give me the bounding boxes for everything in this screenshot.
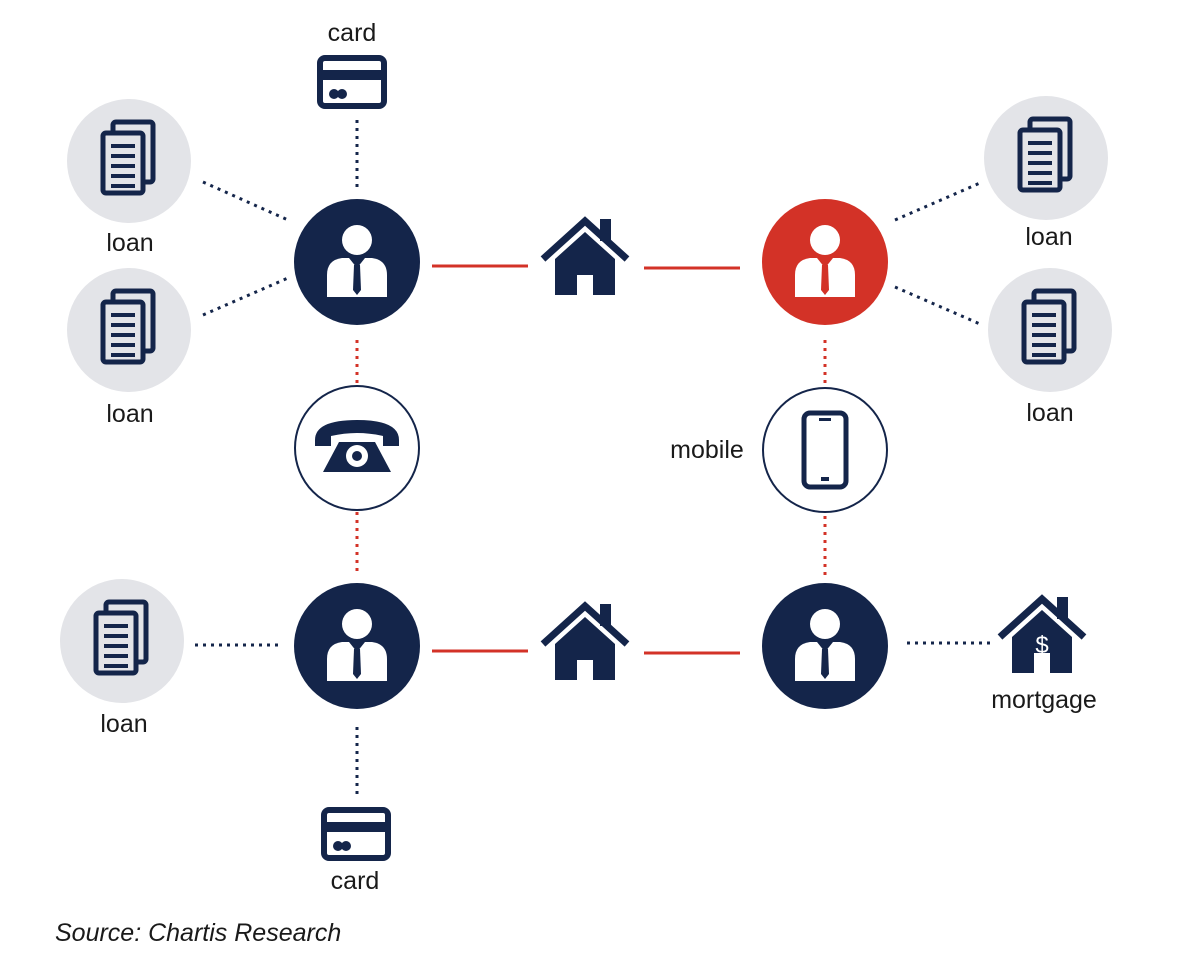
edges <box>195 120 992 797</box>
credit-card-icon <box>324 810 388 858</box>
person-bottom-left <box>294 583 420 709</box>
mobile-node <box>762 387 888 513</box>
edge-top-right-loan-2 <box>894 285 981 326</box>
card-bottom-label: card <box>331 867 380 895</box>
house-icon <box>543 604 627 680</box>
card-top-label: card <box>328 19 377 47</box>
house-top <box>543 219 627 295</box>
source-caption: Source: Chartis Research <box>55 919 341 947</box>
loan-top-left-2-label: loan <box>106 400 153 428</box>
phone-node <box>294 385 420 511</box>
person-bottom-right <box>762 583 888 709</box>
documents-icon <box>96 602 146 673</box>
documents-icon <box>103 291 153 362</box>
credit-card-icon <box>320 58 384 106</box>
loan-top-left-2 <box>67 268 191 392</box>
card-bottom <box>324 810 388 858</box>
person-top-left <box>294 199 420 325</box>
documents-icon <box>1020 119 1070 190</box>
card-top <box>320 58 384 106</box>
person-top-right <box>762 199 888 325</box>
loan-top-right-1-label: loan <box>1025 223 1072 251</box>
loan-top-right-2 <box>988 268 1112 392</box>
mortgage-label: mortgage <box>991 686 1097 714</box>
edge-top-left-loan-1 <box>202 180 289 222</box>
loan-bottom-left-label: loan <box>100 710 147 738</box>
mortgage-node: $ <box>1000 597 1084 673</box>
telephone-icon <box>315 420 399 472</box>
loan-top-left-1 <box>67 99 191 223</box>
edge-top-right-loan-1 <box>894 181 981 222</box>
house-bottom <box>543 604 627 680</box>
mobile-label: mobile <box>670 436 744 464</box>
house-dollar-icon: $ <box>1000 597 1084 673</box>
house-icon <box>543 219 627 295</box>
documents-icon <box>103 122 153 193</box>
edge-top-left-loan-2 <box>202 276 289 317</box>
loan-top-right-1 <box>984 96 1108 220</box>
svg-text:$: $ <box>1035 632 1048 659</box>
documents-icon <box>1024 291 1074 362</box>
loan-bottom-left <box>60 579 184 703</box>
loan-top-left-1-label: loan <box>106 229 153 257</box>
smartphone-icon <box>801 410 849 490</box>
loan-top-right-2-label: loan <box>1026 399 1073 427</box>
